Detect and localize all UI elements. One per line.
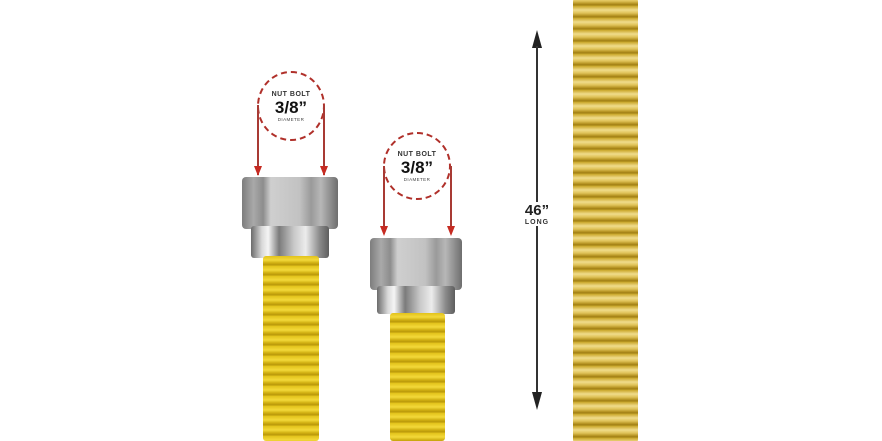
right-callout-title: NUT BOLT: [397, 150, 437, 158]
left-hex-nut: [242, 177, 338, 229]
left-yellow-hose: [263, 256, 319, 441]
right-hex-nut: [370, 238, 462, 290]
right-collar: [377, 286, 455, 314]
length-label: 46” LONG: [515, 202, 559, 226]
right-dimension-line-left: [383, 166, 385, 232]
left-collar: [251, 226, 329, 258]
left-dimension-line-left: [257, 105, 259, 175]
right-dimension-line-right: [450, 166, 452, 232]
length-value: 46”: [524, 202, 550, 219]
left-callout-value: 3/8”: [274, 97, 308, 117]
left-arrow-left-icon: [254, 166, 262, 176]
right-diameter-callout: NUT BOLT 3/8” DIAMETER: [383, 132, 451, 200]
right-arrow-left-icon: [380, 226, 388, 236]
left-callout-title: NUT BOLT: [271, 90, 311, 98]
right-yellow-hose: [390, 313, 445, 441]
left-diameter-callout: NUT BOLT 3/8” DIAMETER: [257, 71, 325, 141]
left-dimension-line-right: [323, 105, 325, 175]
right-callout-value: 3/8”: [400, 157, 434, 177]
right-arrow-right-icon: [447, 226, 455, 236]
length-arrow-down-icon: [532, 392, 542, 410]
left-callout-subtitle: DIAMETER: [277, 116, 305, 122]
length-unit: LONG: [524, 219, 550, 226]
right-callout-subtitle: DIAMETER: [403, 176, 431, 182]
full-length-gold-hose: [573, 0, 638, 441]
left-arrow-right-icon: [320, 166, 328, 176]
length-arrow-up-icon: [532, 30, 542, 48]
